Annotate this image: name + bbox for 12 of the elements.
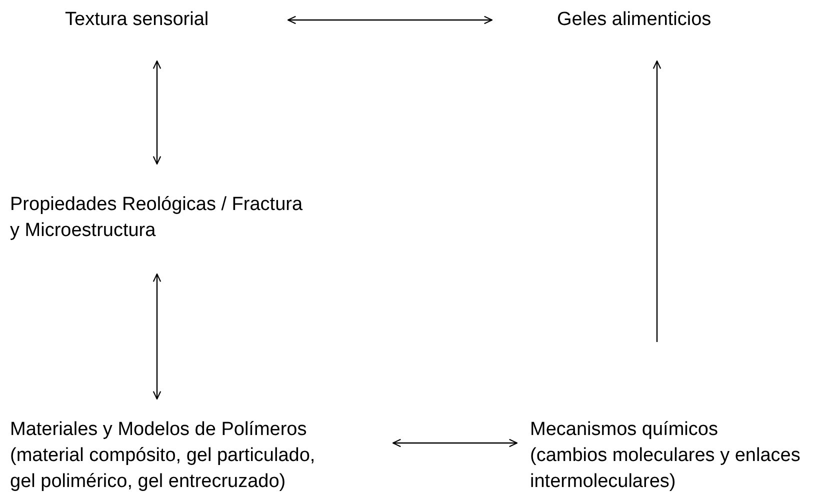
node-label: Mecanismos químicos xyxy=(530,418,719,442)
arrow xyxy=(287,16,493,24)
arrow xyxy=(392,438,518,448)
node-label: Textura sensorial xyxy=(65,8,210,32)
arrow xyxy=(652,60,662,342)
node-description: (material compósito, gel particulado, gel polimérico, gel entrecruzado) xyxy=(10,444,316,494)
node-label: Materiales y Modelos de Polímeros xyxy=(10,418,308,442)
node-label: Propiedades Reológicas / Fractura y Microestructura xyxy=(10,193,304,243)
arrow xyxy=(152,60,162,165)
node-label: Geles alimenticios xyxy=(557,8,712,32)
node-description: (cambios moleculares y enlaces intermoleculares) xyxy=(530,444,802,494)
arrow xyxy=(152,273,162,400)
